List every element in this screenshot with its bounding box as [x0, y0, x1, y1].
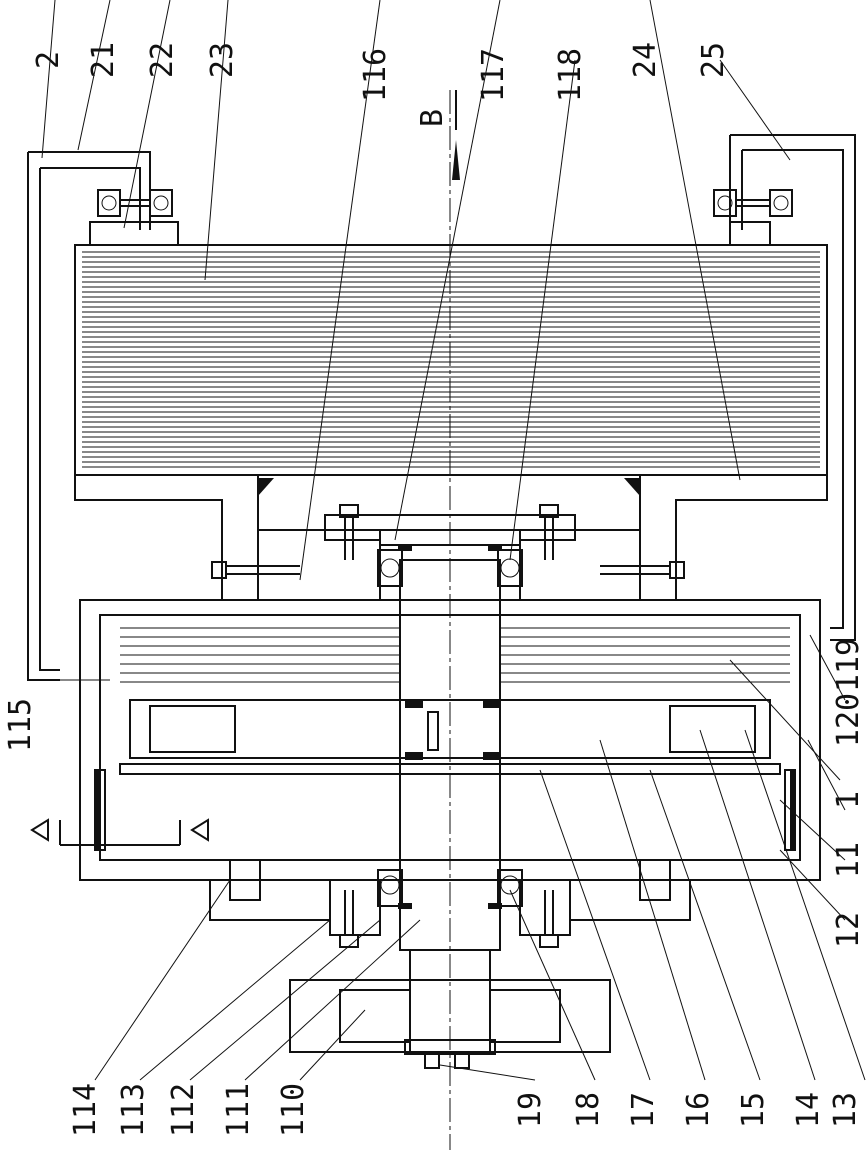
- label-23: 23: [205, 42, 240, 78]
- section-label-b: B: [415, 109, 450, 127]
- label-18: 18: [571, 1092, 606, 1128]
- rotor-disc: [95, 700, 795, 850]
- section-marker-b: B: [415, 90, 460, 180]
- label-2: 2: [31, 51, 66, 69]
- label-117: 117: [476, 48, 511, 102]
- label-17: 17: [626, 1092, 661, 1128]
- label-112: 112: [166, 1083, 201, 1137]
- label-116: 116: [358, 48, 393, 102]
- label-120: 120: [831, 693, 866, 747]
- label-12: 12: [831, 912, 866, 948]
- label-118: 118: [553, 48, 588, 102]
- label-13: 13: [828, 1092, 863, 1128]
- label-119: 119: [831, 638, 866, 692]
- label-11: 11: [831, 842, 866, 878]
- label-111: 111: [221, 1083, 256, 1137]
- label-1: 1: [831, 791, 866, 809]
- label-25: 25: [696, 42, 731, 78]
- label-115: 115: [3, 698, 38, 752]
- support-bracket: [75, 475, 827, 600]
- central-shaft: [400, 90, 501, 1150]
- top-mount-left: [90, 190, 178, 245]
- label-19: 19: [513, 1092, 548, 1128]
- label-110: 110: [276, 1083, 311, 1137]
- label-16: 16: [681, 1092, 716, 1128]
- coil-tubes: [120, 628, 790, 682]
- label-113: 113: [116, 1083, 151, 1137]
- label-24: 24: [628, 42, 663, 78]
- label-15: 15: [736, 1092, 771, 1128]
- label-21: 21: [86, 42, 121, 78]
- label-114: 114: [68, 1083, 103, 1137]
- top-mount-right: [714, 190, 792, 245]
- label-22: 22: [145, 42, 180, 78]
- upper-bearing-housing: [212, 505, 684, 600]
- plate-stack: [75, 245, 827, 475]
- section-marker-a: [32, 820, 208, 845]
- label-14: 14: [791, 1092, 826, 1128]
